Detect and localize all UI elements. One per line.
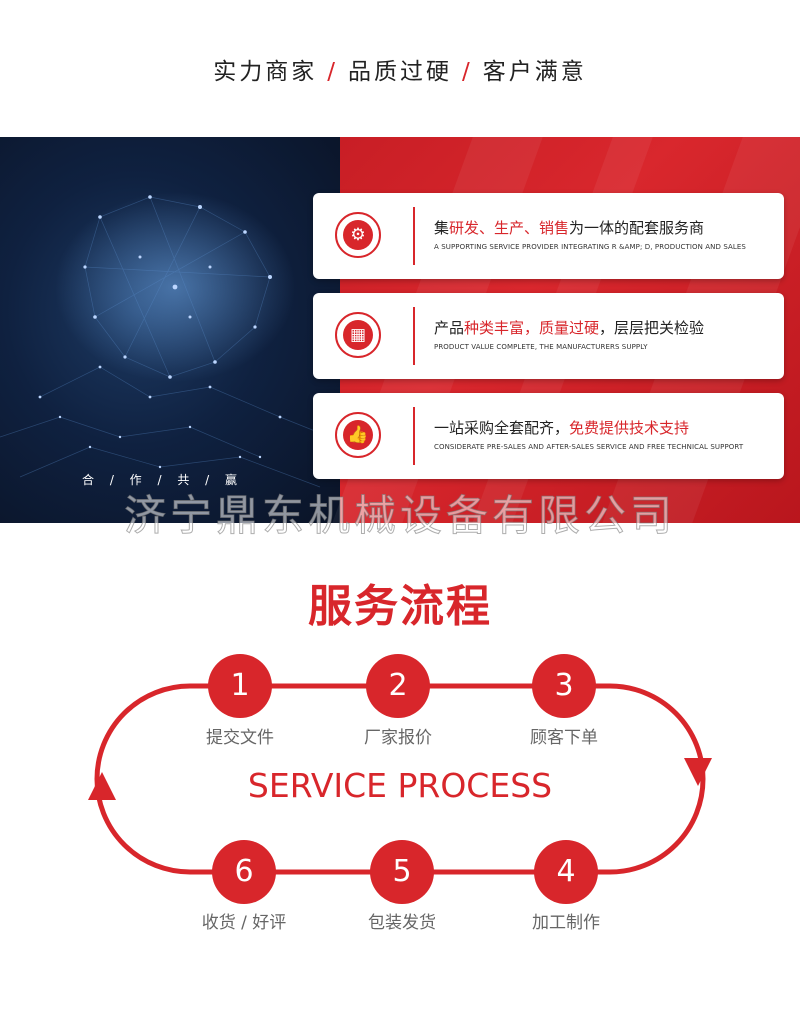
step-6-label: 收货 / 好评 (201, 913, 287, 933)
process-title: 服务流程 (308, 581, 492, 632)
card-subtitle: CONSIDERATE PRE-SALES AND AFTER-SALES SE… (434, 443, 744, 451)
slogan-part-1: 实力商家 (213, 59, 318, 85)
step-1-badge: 1 (208, 654, 272, 718)
calendar-icon: ▦ (335, 312, 381, 358)
card-subtitle: A SUPPORTING SERVICE PROVIDER INTEGRATIN… (434, 243, 746, 251)
feature-card-integration: ⚙ 集研发、生产、销售为一体的配套服务商 A SUPPORTING SERVIC… (313, 193, 784, 279)
step-2-badge: 2 (366, 654, 430, 718)
card-divider (413, 207, 415, 265)
feature-card-quality: ▦ 产品种类丰富，质量过硬，层层把关检验 PRODUCT VALUE COMPL… (313, 293, 784, 379)
card-heading: 一站采购全套配齐，免费提供技术支持 (434, 419, 690, 437)
card-divider (413, 307, 415, 365)
feature-card-support: 👍 一站采购全套配齐，免费提供技术支持 CONSIDERATE PRE-SALE… (313, 393, 784, 479)
slogan-header: 实力商家 / 品质过硬 / 客户满意 (0, 52, 800, 86)
slogan-separator: / (462, 59, 473, 85)
card-divider (413, 407, 415, 465)
card-heading: 集研发、生产、销售为一体的配套服务商 (434, 219, 705, 237)
step-5-badge: 5 (370, 840, 434, 904)
process-loop-track (94, 683, 706, 875)
company-watermark: 济宁鼎东机械设备有限公司 (123, 491, 676, 541)
thumbs-up-icon: 👍 (335, 412, 381, 458)
step-3-label: 顾客下单 (530, 728, 598, 748)
slogan-part-3: 客户满意 (482, 59, 587, 85)
slogan-part-2: 品质过硬 (348, 59, 452, 85)
handshake-network-image (0, 192, 331, 488)
step-4-badge: 4 (534, 840, 598, 904)
step-5-label: 包装发货 (368, 913, 436, 933)
process-subtitle: SERVICE PROCESS (247, 766, 553, 805)
step-2-label: 厂家报价 (364, 728, 432, 748)
handshake-image-panel: 合 / 作 / 共 / 赢 (0, 137, 340, 523)
card-heading: 产品种类丰富，质量过硬，层层把关检验 (434, 319, 705, 337)
step-4-label: 加工制作 (532, 913, 600, 933)
gear-icon: ⚙ (335, 212, 381, 258)
slogan-separator: / (327, 59, 338, 85)
process-loop-diagram (88, 683, 712, 875)
step-3-badge: 3 (532, 654, 596, 718)
cooperation-caption: 合 / 作 / 共 / 赢 (82, 473, 244, 487)
card-subtitle: PRODUCT VALUE COMPLETE, THE MANUFACTURER… (434, 343, 648, 351)
step-6-badge: 6 (212, 840, 276, 904)
arrow-down-icon (684, 758, 712, 786)
step-1-label: 提交文件 (206, 728, 274, 748)
arrow-up-icon (88, 772, 116, 800)
